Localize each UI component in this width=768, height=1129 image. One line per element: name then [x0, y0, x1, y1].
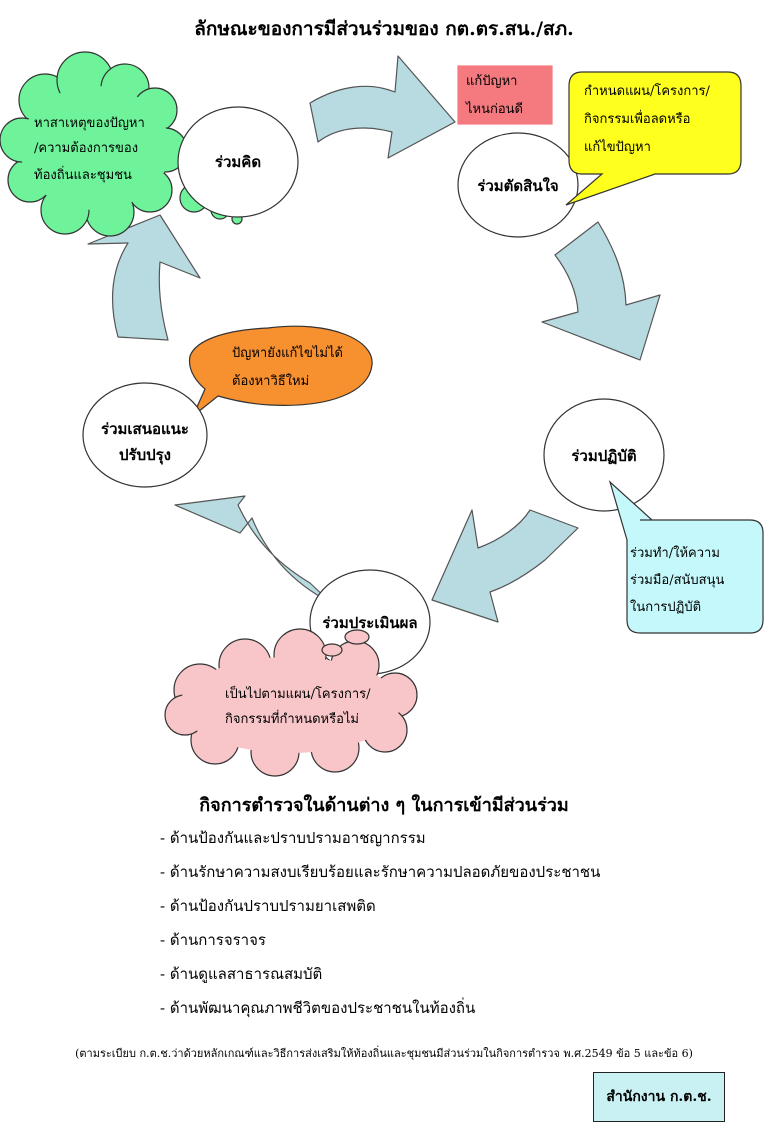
pink-box-line-1: แก้ปัญหา	[466, 74, 518, 89]
decide-circle	[457, 132, 579, 238]
yellow-callout-line-3: แก้ไขปัญหา	[584, 140, 651, 155]
pink-box-line-2: ไหนก่อนดี	[466, 102, 524, 117]
node-evaluate-label: ร่วมประเมินผล	[322, 614, 418, 632]
list-item: - ด้านพัฒนาคุณภาพชีวิตของประชาชนในท้องถิ…	[160, 999, 476, 1017]
node-suggest-label-1: ร่วมเสนอแนะ	[101, 420, 189, 438]
pink-cloud	[164, 628, 418, 777]
cyan-callout-line-2: ร่วมมือ/สนับสนุน	[630, 573, 725, 588]
yellow-callout-line-1: กำหนดแผน/โครงการ/	[584, 84, 710, 99]
list-item: - ด้านป้องกันและปราบปรามอาชญากรรม	[160, 829, 426, 847]
list-item: - ด้านดูแลสาธารณสมบัติ	[160, 965, 323, 983]
act-circle	[543, 398, 665, 512]
yellow-callout	[565, 71, 742, 206]
office-box: สำนักงาน ก.ต.ช.	[593, 1072, 725, 1122]
orange-callout-line-1: ปัญหายังแก้ไขไม่ได้	[232, 346, 343, 361]
orange-callout-line-2: ต้องหาวิธีใหม่	[232, 374, 310, 389]
green-cloud-line-2: /ความต้องการของ	[34, 141, 139, 156]
cyan-callout	[608, 480, 764, 634]
yellow-callout-line-2: กิจกรรมเพื่อลดหรือ	[584, 112, 691, 127]
regulation-footnote: (ตามระเบียบ ก.ต.ช.ว่าด้วยหลักเกณฑ์และวิธ…	[75, 1047, 693, 1060]
node-suggest-label-2: ปรับปรุง	[118, 446, 171, 464]
page-title: ลักษณะของการมีส่วนร่วมของ กต.ตร.สน./สภ.	[194, 18, 574, 40]
activities-title: กิจการตำรวจในด้านต่าง ๆ ในการเข้ามีส่วนร…	[199, 795, 569, 816]
list-item: - ด้านการจราจร	[160, 931, 266, 949]
node-act-label: ร่วมปฏิบัติ	[571, 447, 637, 465]
arrow-think-to-decide	[309, 55, 456, 159]
pink-cloud-line-2: กิจกรรมที่กำหนดหรือไม่	[225, 712, 359, 727]
arrow-decide-to-act	[541, 221, 661, 361]
green-cloud-line-3: ท้องถิ่นและชุมชน	[34, 168, 132, 183]
cyan-callout-line-3: ในการปฏิบัติ	[630, 600, 702, 615]
think-circle	[177, 106, 299, 218]
list-item: - ด้านรักษาความสงบเรียบร้อยและรักษาความป…	[160, 863, 601, 881]
green-cloud	[0, 51, 243, 237]
pink-cloud-line-1: เป็นไปตามแผน/โครงการ/	[225, 687, 371, 702]
orange-callout	[188, 325, 373, 417]
pink-note-box	[457, 65, 553, 125]
list-item: - ด้านป้องกันปราบปรามยาเสพติด	[160, 897, 376, 915]
suggest-circle	[82, 382, 208, 488]
arrow-evaluate-to-suggest	[174, 495, 331, 603]
arrow-act-to-evaluate	[431, 509, 579, 623]
node-think-label: ร่วมคิด	[214, 153, 262, 171]
cyan-callout-line-1: ร่วมทำ/ให้ความ	[630, 546, 720, 561]
node-decide-label: ร่วมตัดสินใจ	[477, 177, 559, 195]
green-cloud-line-1: หาสาเหตุของปัญหา	[34, 116, 145, 131]
activities-list: - ด้านป้องกันและปราบปรามอาชญากรรม - ด้าน…	[160, 826, 600, 1030]
office-label: สำนักงาน ก.ต.ช.	[606, 1089, 712, 1105]
